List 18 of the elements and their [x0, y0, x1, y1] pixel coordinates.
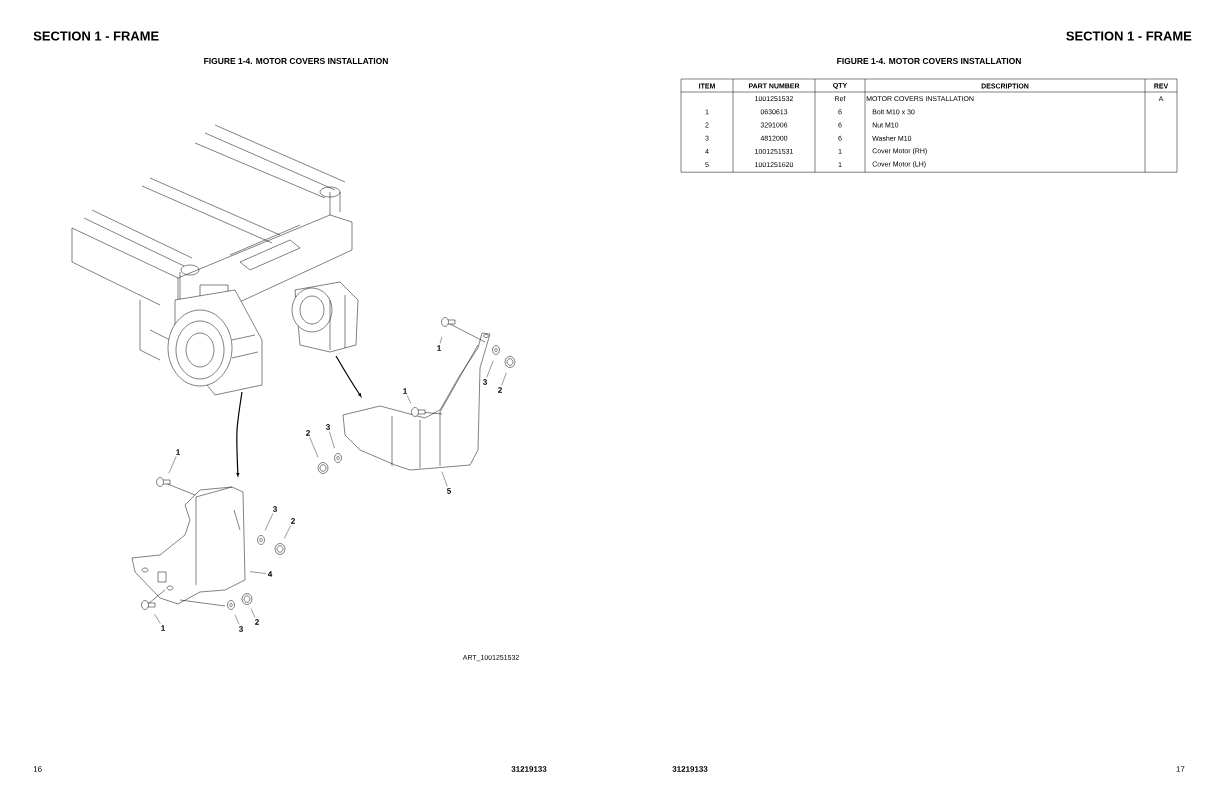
leader-line	[441, 471, 448, 487]
leader-line	[168, 456, 177, 474]
leader-line	[309, 437, 319, 458]
leader-line	[250, 608, 256, 618]
leader-line	[486, 360, 494, 378]
leader-line	[249, 571, 267, 574]
leader-line	[406, 395, 412, 404]
leader-line	[154, 614, 161, 624]
leader-line	[264, 513, 274, 531]
figure-title: FIGURE 1-4. MOTOR COVERS INSTALLATION	[204, 58, 388, 64]
section-heading: SECTION 1 - FRAME	[33, 31, 159, 41]
leader-line	[439, 336, 442, 344]
leader-line	[501, 372, 507, 386]
leader-line	[234, 614, 240, 625]
figure-title: FIGURE 1-4. MOTOR COVERS INSTALLATION	[837, 58, 1021, 64]
leader-line	[329, 431, 335, 449]
section-heading: SECTION 1 - FRAME	[1066, 31, 1192, 41]
leader-line	[284, 525, 291, 539]
